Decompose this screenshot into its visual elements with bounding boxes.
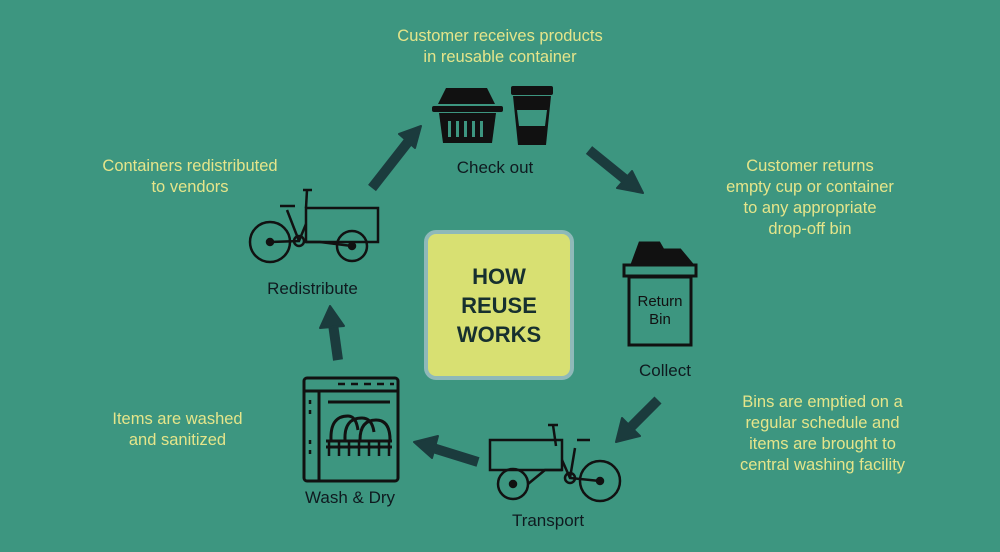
transport-description: Bins are emptied on a regular schedule a… [739, 393, 906, 474]
arrow-checkout-to-collect-icon [585, 146, 644, 194]
arrow-wash-to-redistribute-icon [319, 305, 345, 361]
center-title: HOW REUSE WORKS [456, 263, 542, 347]
bin-text-line1: Return [637, 293, 682, 310]
cargo-bike-transport-icon [488, 423, 622, 503]
takeout-box-icon [432, 88, 503, 143]
transport-label: Transport [511, 511, 585, 530]
checkout-label: Check out [456, 158, 534, 177]
arrow-transport-to-wash-icon [413, 435, 480, 467]
center-title-box: HOW REUSE WORKS [424, 230, 574, 380]
dishwasher-icon [302, 376, 400, 483]
arrow-redistribute-to-checkout-icon [368, 125, 422, 192]
checkout-description: Customer receives products in reusable c… [397, 27, 603, 66]
return-bin-icon [622, 241, 698, 347]
wash-dry-label: Wash & Dry [304, 488, 396, 507]
wash-description: Items are washed and sanitized [112, 410, 243, 449]
collect-label: Collect [639, 361, 691, 380]
collect-description: Customer returns empty cup or container … [726, 157, 894, 238]
redistribute-label: Redistribute [267, 279, 358, 298]
coffee-cup-icon [511, 86, 553, 145]
cargo-bike-redistribute-icon [248, 188, 380, 264]
redistribute-description: Containers redistributed to vendors [102, 157, 278, 196]
arrow-collect-to-transport-icon [615, 396, 662, 443]
bin-text-line2: Bin [649, 311, 671, 328]
